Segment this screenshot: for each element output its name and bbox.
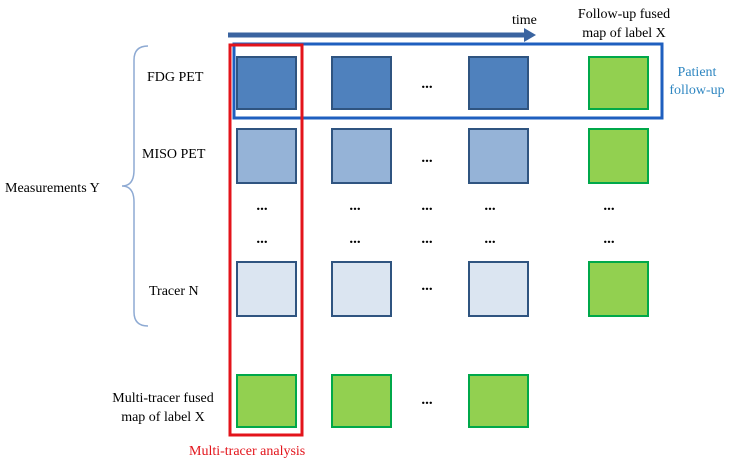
measurements-brace — [121, 45, 149, 327]
multi-tracer-fused-ellipsis: ... — [421, 392, 433, 408]
measurements-label: Measurements Y — [5, 181, 100, 196]
ellipsis-row-1-col-5: ... — [603, 198, 615, 214]
ellipsis-row-2-col-2: ... — [349, 231, 361, 247]
ellipsis-row-2-col-5: ... — [603, 231, 615, 247]
follow-up-fused-label-line2: map of label X — [582, 26, 666, 41]
multi-tracer-fused-label-line2: map of label X — [121, 410, 205, 425]
follow-up-fused-box-tracer-n — [588, 261, 649, 317]
patient-follow-up-highlight — [232, 42, 664, 120]
row-label-miso-pet: MISO PET — [142, 147, 206, 162]
fdg-pet-box-2 — [331, 56, 392, 110]
miso-pet-ellipsis: ... — [421, 150, 433, 166]
tracer-n-box-2 — [331, 261, 392, 317]
fdg-pet-box-1 — [236, 56, 297, 110]
patient-follow-up-label-line1: Patient — [678, 65, 717, 80]
ellipsis-row-2-col-3: ... — [421, 231, 433, 247]
ellipsis-row-1-col-4: ... — [484, 198, 496, 214]
patient-follow-up-label-line2: follow-up — [669, 83, 724, 98]
follow-up-fused-box-fdg — [588, 56, 649, 110]
follow-up-fused-label-line1: Follow-up fused — [578, 7, 670, 22]
fdg-pet-box-3 — [468, 56, 529, 110]
ellipsis-row-1-col-2: ... — [349, 198, 361, 214]
ellipsis-row-1-col-1: ... — [256, 198, 268, 214]
multi-tracer-analysis-highlight — [228, 43, 304, 437]
miso-pet-box-1 — [236, 128, 297, 184]
time-label: time — [512, 13, 537, 28]
miso-pet-box-3 — [468, 128, 529, 184]
ellipsis-row-1-col-3: ... — [421, 198, 433, 214]
row-label-tracer-n: Tracer N — [149, 284, 199, 299]
time-arrow-head — [524, 28, 536, 42]
follow-up-fused-box-miso — [588, 128, 649, 184]
multi-tracer-fused-box-2 — [331, 374, 392, 428]
row-label-fdg-pet: FDG PET — [147, 70, 204, 85]
tracer-n-box-1 — [236, 261, 297, 317]
multi-tracer-fused-label-line1: Multi-tracer fused — [112, 391, 213, 406]
multi-tracer-fused-box-1 — [236, 374, 297, 428]
ellipsis-row-2-col-1: ... — [256, 231, 268, 247]
miso-pet-box-2 — [331, 128, 392, 184]
multi-tracer-analysis-label: Multi-tracer analysis — [189, 444, 305, 459]
ellipsis-row-2-col-4: ... — [484, 231, 496, 247]
fdg-pet-ellipsis: ... — [421, 76, 433, 92]
tracer-n-ellipsis: ... — [421, 278, 433, 294]
tracer-n-box-3 — [468, 261, 529, 317]
multi-tracer-fused-box-3 — [468, 374, 529, 428]
